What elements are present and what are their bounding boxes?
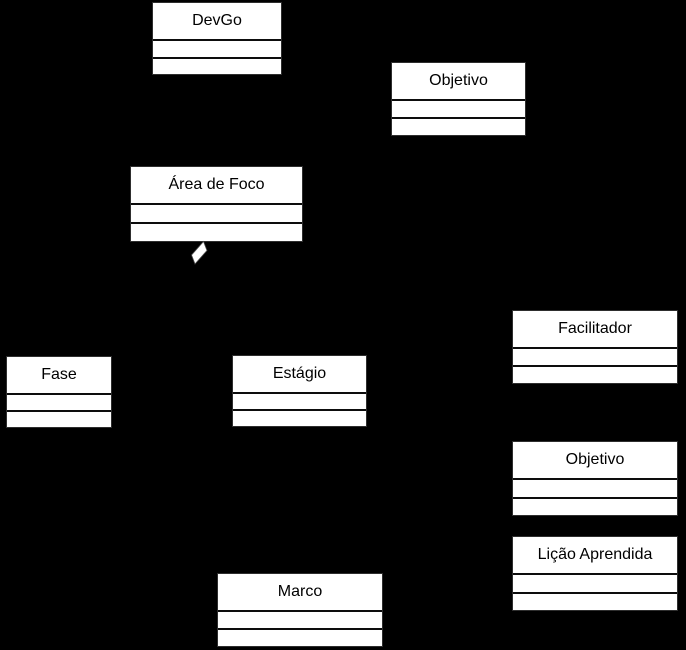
class-box-area-de-foco: Área de Foco	[130, 166, 303, 242]
operations-compartment	[218, 630, 382, 646]
attributes-compartment	[7, 395, 111, 412]
operations-compartment	[131, 224, 302, 241]
attributes-compartment	[513, 480, 677, 499]
attributes-compartment	[513, 349, 677, 367]
attributes-compartment	[218, 612, 382, 630]
operations-compartment	[392, 119, 525, 135]
class-name-label: Estágio	[233, 356, 366, 394]
class-name-label: DevGo	[153, 3, 281, 41]
class-box-devgo: DevGo	[152, 2, 282, 75]
attributes-compartment	[513, 575, 677, 594]
class-box-estagio: Estágio	[232, 355, 367, 427]
attributes-compartment	[233, 394, 366, 411]
class-box-fase: Fase	[6, 356, 112, 428]
class-name-label: Objetivo	[392, 63, 525, 101]
operations-compartment	[7, 412, 111, 427]
attributes-compartment	[153, 41, 281, 59]
class-box-objetivo-top: Objetivo	[391, 62, 526, 136]
class-box-facilitador: Facilitador	[512, 310, 678, 384]
class-name-label: Marco	[218, 574, 382, 612]
class-name-label: Área de Foco	[131, 167, 302, 205]
operations-compartment	[513, 367, 677, 383]
class-name-label: Objetivo	[513, 442, 677, 480]
attributes-compartment	[131, 205, 302, 224]
class-box-licao-aprendida: Lição Aprendida	[512, 536, 678, 611]
attributes-compartment	[392, 101, 525, 119]
operations-compartment	[233, 411, 366, 426]
class-box-objetivo-right: Objetivo	[512, 441, 678, 516]
aggregation-diamond-icon	[191, 240, 208, 265]
operations-compartment	[513, 593, 677, 610]
operations-compartment	[153, 58, 281, 74]
operations-compartment	[513, 498, 677, 515]
class-name-label: Lição Aprendida	[513, 537, 677, 575]
class-name-label: Facilitador	[513, 311, 677, 349]
class-box-marco: Marco	[217, 573, 383, 647]
class-name-label: Fase	[7, 357, 111, 395]
